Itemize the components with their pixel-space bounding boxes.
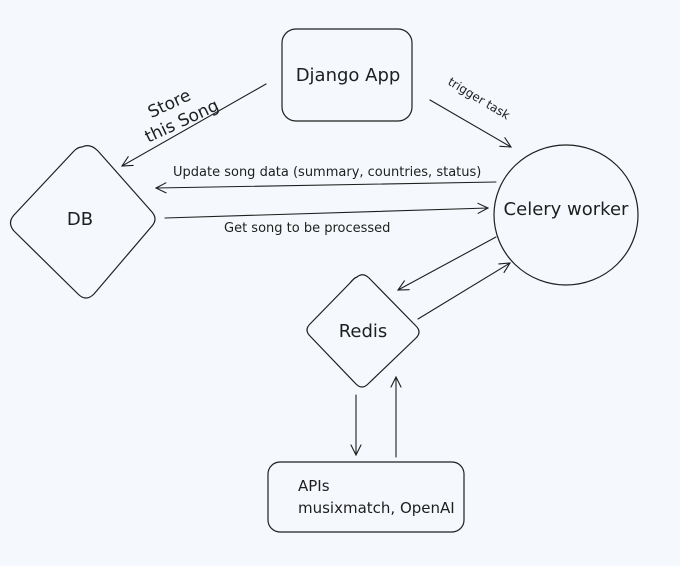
celery-worker-node: Celery worker [493, 144, 639, 286]
celery-worker-label: Celery worker [504, 199, 629, 220]
db-diamond [9, 145, 156, 299]
apis-subtitle: musixmatch, OpenAI [298, 499, 455, 517]
db-label: DB [67, 209, 93, 230]
db-node: DB [9, 145, 156, 299]
store-song-label: Store this Song [142, 86, 222, 148]
django-app-label: Django App [296, 65, 401, 86]
django-app-box [281, 28, 413, 122]
redis-node: Redis [306, 274, 420, 388]
apis-title: APIs [298, 477, 330, 495]
get-song-label: Get song to be processed [224, 221, 390, 236]
apis-node: APIs musixmatch, OpenAI [267, 461, 465, 533]
arrow-celery-to-db [156, 181, 497, 188]
apis-box [267, 461, 465, 533]
arrow-django-to-celery [429, 99, 511, 147]
arrow-redis-to-celery [417, 263, 510, 320]
django-app-node: Django App [281, 28, 413, 122]
celery-worker-circle [493, 144, 639, 286]
redis-label: Redis [339, 321, 388, 342]
arrow-celery-to-redis [398, 236, 497, 290]
arrow-db-to-celery [164, 208, 488, 219]
update-song-label: Update song data (summary, countries, st… [173, 165, 481, 180]
redis-diamond [306, 274, 420, 388]
arrow-django-to-db [122, 83, 267, 166]
